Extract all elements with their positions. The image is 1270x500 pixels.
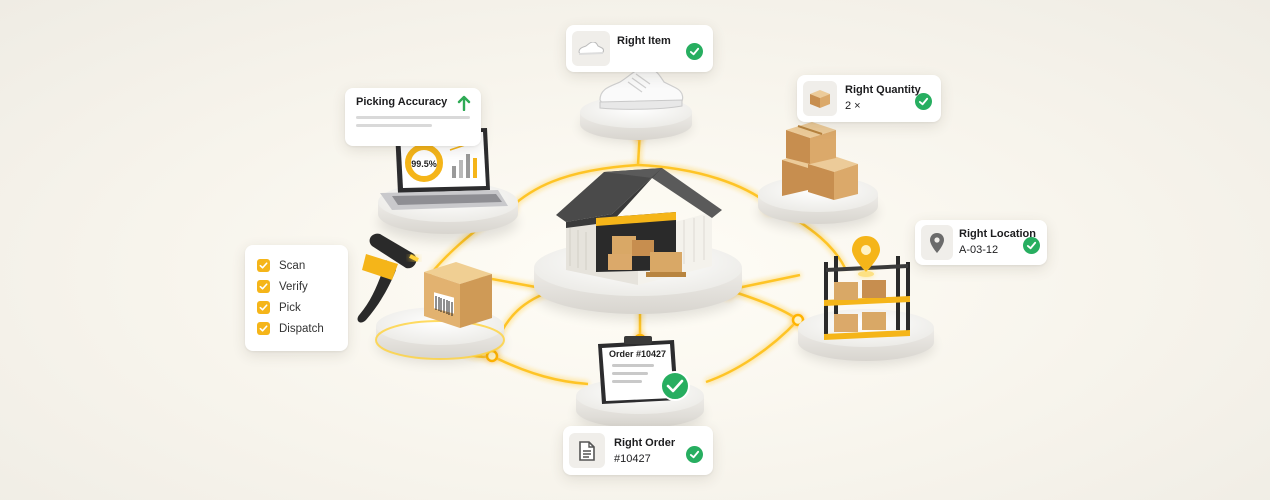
- clipboard-order-label: Order #10427: [609, 349, 666, 359]
- stacked-boxes-illustration: [782, 122, 858, 200]
- checklist-item-label: Dispatch: [279, 322, 324, 335]
- right-location-card: Right Location A-03-12: [915, 220, 1047, 265]
- location-pin-illustration: [852, 236, 880, 277]
- check-icon: [686, 43, 703, 60]
- clipboard-illustration: [598, 336, 690, 404]
- arrow-up-icon: [457, 95, 471, 112]
- check-icon: [686, 446, 703, 463]
- right-quantity-card: Right Quantity 2 ×: [797, 75, 941, 122]
- checklist-item-label: Verify: [279, 280, 308, 293]
- right-item-card: Right Item: [566, 25, 713, 72]
- checklist-item: Pick: [257, 301, 301, 314]
- checkbox-checked-icon: [257, 259, 270, 272]
- barcode-scanner-illustration: [357, 233, 419, 323]
- document-icon: [569, 433, 605, 468]
- checkbox-checked-icon: [257, 301, 270, 314]
- right-order-value: #10427: [614, 453, 651, 465]
- checkbox-checked-icon: [257, 322, 270, 335]
- box-icon: [803, 81, 837, 116]
- right-location-title: Right Location: [959, 228, 1036, 240]
- right-order-title: Right Order: [614, 437, 676, 449]
- process-checklist-card: Scan Verify Pick Dispatch: [245, 245, 348, 351]
- laptop-gauge-value: 99.5%: [411, 159, 437, 169]
- right-order-card: Right Order #10427: [563, 426, 713, 475]
- right-item-title: Right Item: [617, 35, 671, 47]
- location-pin-icon: [921, 225, 953, 260]
- picking-accuracy-title: Picking Accuracy: [356, 96, 448, 108]
- right-location-value: A-03-12: [959, 244, 999, 256]
- check-icon: [1023, 237, 1040, 254]
- checklist-item: Verify: [257, 280, 308, 293]
- check-icon: [915, 93, 932, 110]
- sneaker-icon: [572, 31, 610, 66]
- platform-scanner: [375, 307, 505, 363]
- storage-shelf-illustration: [824, 256, 910, 340]
- checklist-item: Dispatch: [257, 322, 324, 335]
- parcel-box-illustration: [424, 262, 492, 328]
- right-quantity-value: 2 ×: [845, 100, 861, 112]
- checklist-item: Scan: [257, 259, 305, 272]
- right-quantity-title: Right Quantity: [845, 84, 921, 96]
- picking-accuracy-card: Picking Accuracy: [345, 88, 481, 146]
- warehouse-building-illustration: [556, 168, 722, 285]
- checklist-item-label: Pick: [279, 301, 301, 314]
- sneaker-illustration: [599, 67, 684, 110]
- checkbox-checked-icon: [257, 280, 270, 293]
- checklist-item-label: Scan: [279, 259, 306, 272]
